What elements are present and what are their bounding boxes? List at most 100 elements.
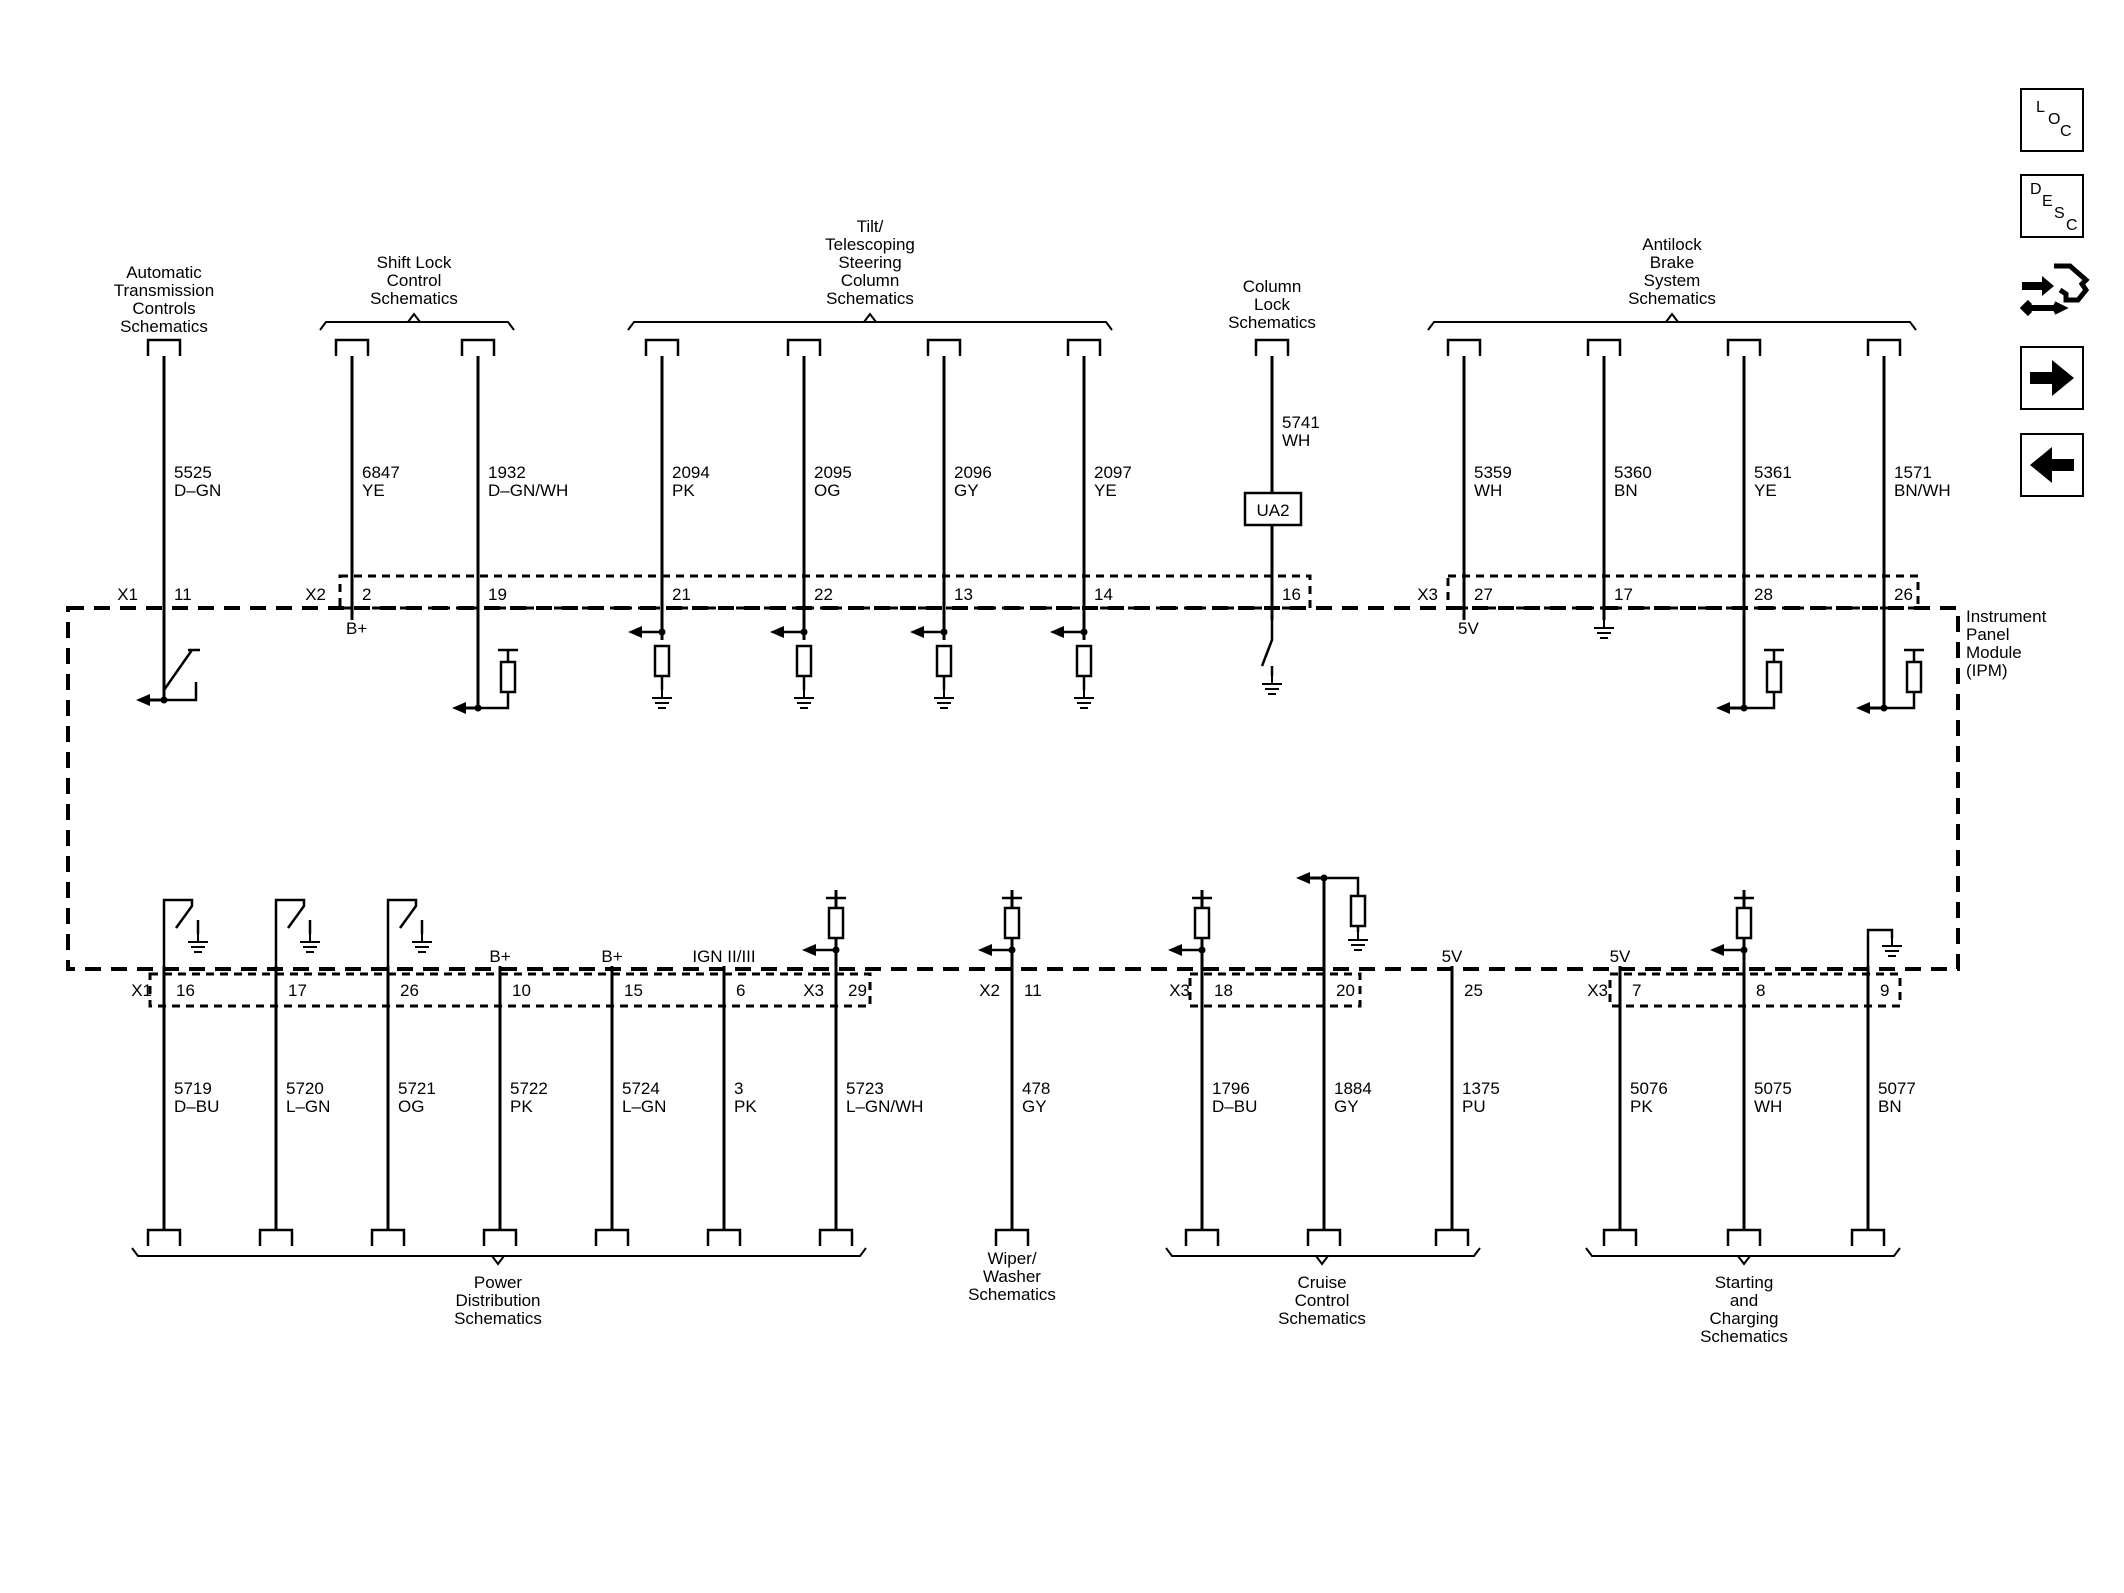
circuit-number: 5723 bbox=[846, 1079, 884, 1098]
connector-bracket bbox=[594, 1228, 630, 1246]
next-page-button[interactable] bbox=[2020, 346, 2084, 410]
resistor bbox=[1735, 906, 1753, 940]
location-button[interactable]: L O C bbox=[2020, 88, 2084, 152]
connector-x1-bottom bbox=[148, 972, 872, 1008]
ground-symbol bbox=[1262, 676, 1282, 695]
header-tilt-telescoping: Tilt/ Telescoping Steering Column Schema… bbox=[627, 217, 1113, 331]
pin-number: 18 bbox=[1214, 981, 1233, 1000]
signal-arrow bbox=[628, 626, 642, 638]
pin-number: 14 bbox=[1094, 585, 1113, 604]
internal-trace bbox=[1870, 608, 1886, 710]
pin-number: 27 bbox=[1474, 585, 1493, 604]
footer-line: Starting bbox=[1715, 1273, 1774, 1292]
header-shift-lock: Shift Lock Control Schematics bbox=[319, 253, 515, 331]
footer-line: Control bbox=[1295, 1291, 1350, 1310]
header-line: Column bbox=[841, 271, 900, 290]
connector-bracket bbox=[1586, 338, 1622, 356]
pin-number: 29 bbox=[848, 981, 867, 1000]
pin-number: 15 bbox=[624, 981, 643, 1000]
pin-number: 19 bbox=[488, 585, 507, 604]
circuit-number: 5525 bbox=[174, 463, 212, 482]
wire-color: BN/WH bbox=[1894, 481, 1951, 500]
circuit-number: 478 bbox=[1022, 1079, 1050, 1098]
footer-starting-charging: Starting and Charging Schematics bbox=[1585, 1247, 1901, 1346]
connector-bracket bbox=[1254, 338, 1290, 356]
top-wires: 5525D–GN11X16847YE2X2B+1932D–GN/WH192094… bbox=[117, 338, 1951, 638]
connector-bracket bbox=[460, 338, 496, 356]
header-line: Tilt/ bbox=[857, 217, 884, 236]
circuit-number: 1796 bbox=[1212, 1079, 1250, 1098]
footer-cruise-control: Cruise Control Schematics bbox=[1165, 1247, 1481, 1328]
connector-bracket bbox=[1066, 338, 1102, 356]
connector-bracket bbox=[258, 1228, 294, 1246]
circuit-number: 5719 bbox=[174, 1079, 212, 1098]
footer-brace bbox=[1165, 1247, 1481, 1257]
header-line: Schematics bbox=[1228, 313, 1316, 332]
ground-symbol bbox=[934, 690, 954, 709]
resistor bbox=[1003, 906, 1021, 940]
connector-bracket bbox=[1446, 338, 1482, 356]
wire-color: WH bbox=[1754, 1097, 1782, 1116]
description-button[interactable]: D E S C bbox=[2020, 174, 2084, 238]
wire-color: GY bbox=[1022, 1097, 1047, 1116]
module-name-line: Module bbox=[1966, 643, 2022, 662]
resistor bbox=[1765, 660, 1783, 694]
connector-views-button[interactable] bbox=[2019, 256, 2090, 326]
resistor bbox=[653, 644, 671, 678]
wire-color: WH bbox=[1282, 431, 1310, 450]
supply-tee bbox=[1764, 648, 1784, 662]
circuit-number: 3 bbox=[734, 1079, 743, 1098]
header-line: Brake bbox=[1650, 253, 1694, 272]
ua2-component: UA2 bbox=[1243, 491, 1303, 527]
connector-bracket bbox=[706, 1228, 742, 1246]
connector-bracket bbox=[1726, 338, 1762, 356]
connector-bracket bbox=[1850, 1228, 1886, 1246]
signal-arrow bbox=[910, 626, 924, 638]
resistor bbox=[1075, 644, 1093, 678]
connector-bracket bbox=[1866, 338, 1902, 356]
connector-bracket bbox=[926, 338, 962, 356]
previous-page-button[interactable] bbox=[2020, 433, 2084, 497]
signal-arrow bbox=[1716, 702, 1730, 714]
resistor bbox=[1193, 906, 1211, 940]
footer-power-distribution: Power Distribution Schematics bbox=[131, 1247, 867, 1328]
loc-letter-l: L bbox=[2036, 99, 2045, 116]
footer-line: Schematics bbox=[454, 1309, 542, 1328]
connector-id: X3 bbox=[1417, 585, 1438, 604]
header-brace bbox=[407, 312, 421, 323]
wire-color: BN bbox=[1878, 1097, 1902, 1116]
header-automatic-transmission: Automatic Transmission Controls Schemati… bbox=[114, 263, 214, 336]
wire-color: L–GN bbox=[286, 1097, 330, 1116]
header-line: Schematics bbox=[1628, 289, 1716, 308]
connector-id: X3 bbox=[803, 981, 824, 1000]
supply-label: 5V bbox=[1442, 947, 1463, 966]
ground-symbol bbox=[1348, 932, 1368, 951]
connector-bracket bbox=[1434, 1228, 1470, 1246]
arrow-right-icon bbox=[2030, 360, 2074, 396]
circuit-number: 5360 bbox=[1614, 463, 1652, 482]
supply-tee bbox=[1002, 896, 1022, 908]
internal-trace bbox=[1884, 692, 1916, 710]
connector-bracket bbox=[786, 338, 822, 356]
footer-line: Washer bbox=[983, 1267, 1041, 1286]
ground-symbol bbox=[300, 934, 320, 953]
footer-line: Wiper/ bbox=[987, 1249, 1036, 1268]
signal-arrow bbox=[1050, 626, 1064, 638]
circuit-number: 5720 bbox=[286, 1079, 324, 1098]
resistor bbox=[795, 644, 813, 678]
footer-line: Power bbox=[474, 1273, 523, 1292]
top-headers: Automatic Transmission Controls Schemati… bbox=[114, 217, 1917, 336]
supply-label: B+ bbox=[601, 947, 622, 966]
location-icon: L O C bbox=[2036, 99, 2072, 140]
signal-arrow bbox=[978, 944, 992, 956]
connector-id: X1 bbox=[117, 585, 138, 604]
